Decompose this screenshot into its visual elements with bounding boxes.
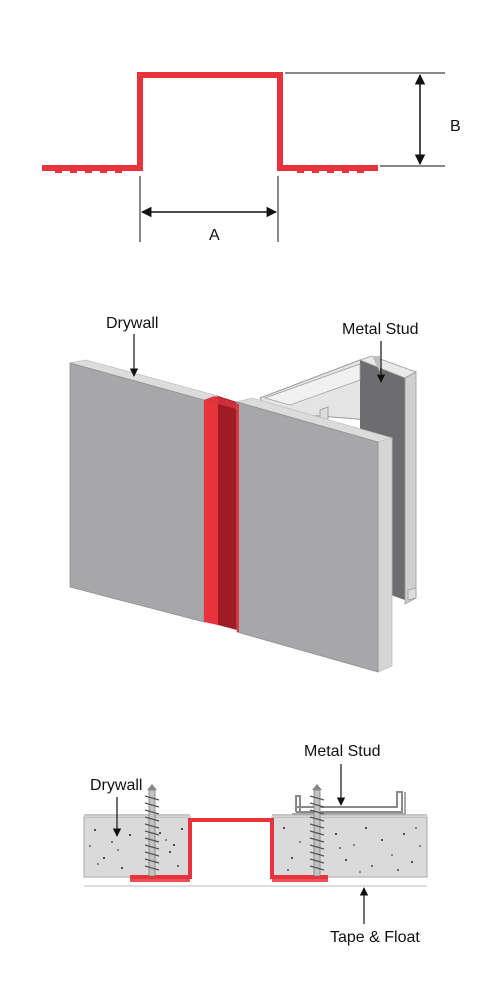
assembly-diagram: Drywall Metal Stud <box>69 315 418 673</box>
profile-diagram: B A <box>42 72 461 244</box>
concrete-speckles <box>89 827 421 873</box>
flange-teeth-left <box>55 169 122 173</box>
section-drywall-right <box>271 816 428 878</box>
section-stud <box>295 791 403 813</box>
section-drywall-label: Drywall <box>90 777 142 794</box>
dim-b-label: B <box>450 118 461 135</box>
section-tape-label: Tape & Float <box>330 929 420 946</box>
assembly-drywall-label: Drywall <box>106 315 158 332</box>
section-diagram: Drywall Metal Stud Tape & Float <box>83 743 428 946</box>
reveal-profile <box>42 72 378 171</box>
section-reveal <box>130 818 328 879</box>
screw-left <box>144 784 160 877</box>
flange-teeth-right <box>297 169 364 173</box>
reveal-channel-3d <box>204 396 248 630</box>
dim-a-label: A <box>209 227 220 244</box>
assembly-stud-label: Metal Stud <box>342 321 418 338</box>
section-stud-label: Metal Stud <box>304 743 380 760</box>
screw-right <box>309 784 325 877</box>
section-drywall-left <box>83 816 191 878</box>
drywall-panel-right <box>235 397 394 673</box>
drywall-panel-left <box>69 359 220 623</box>
